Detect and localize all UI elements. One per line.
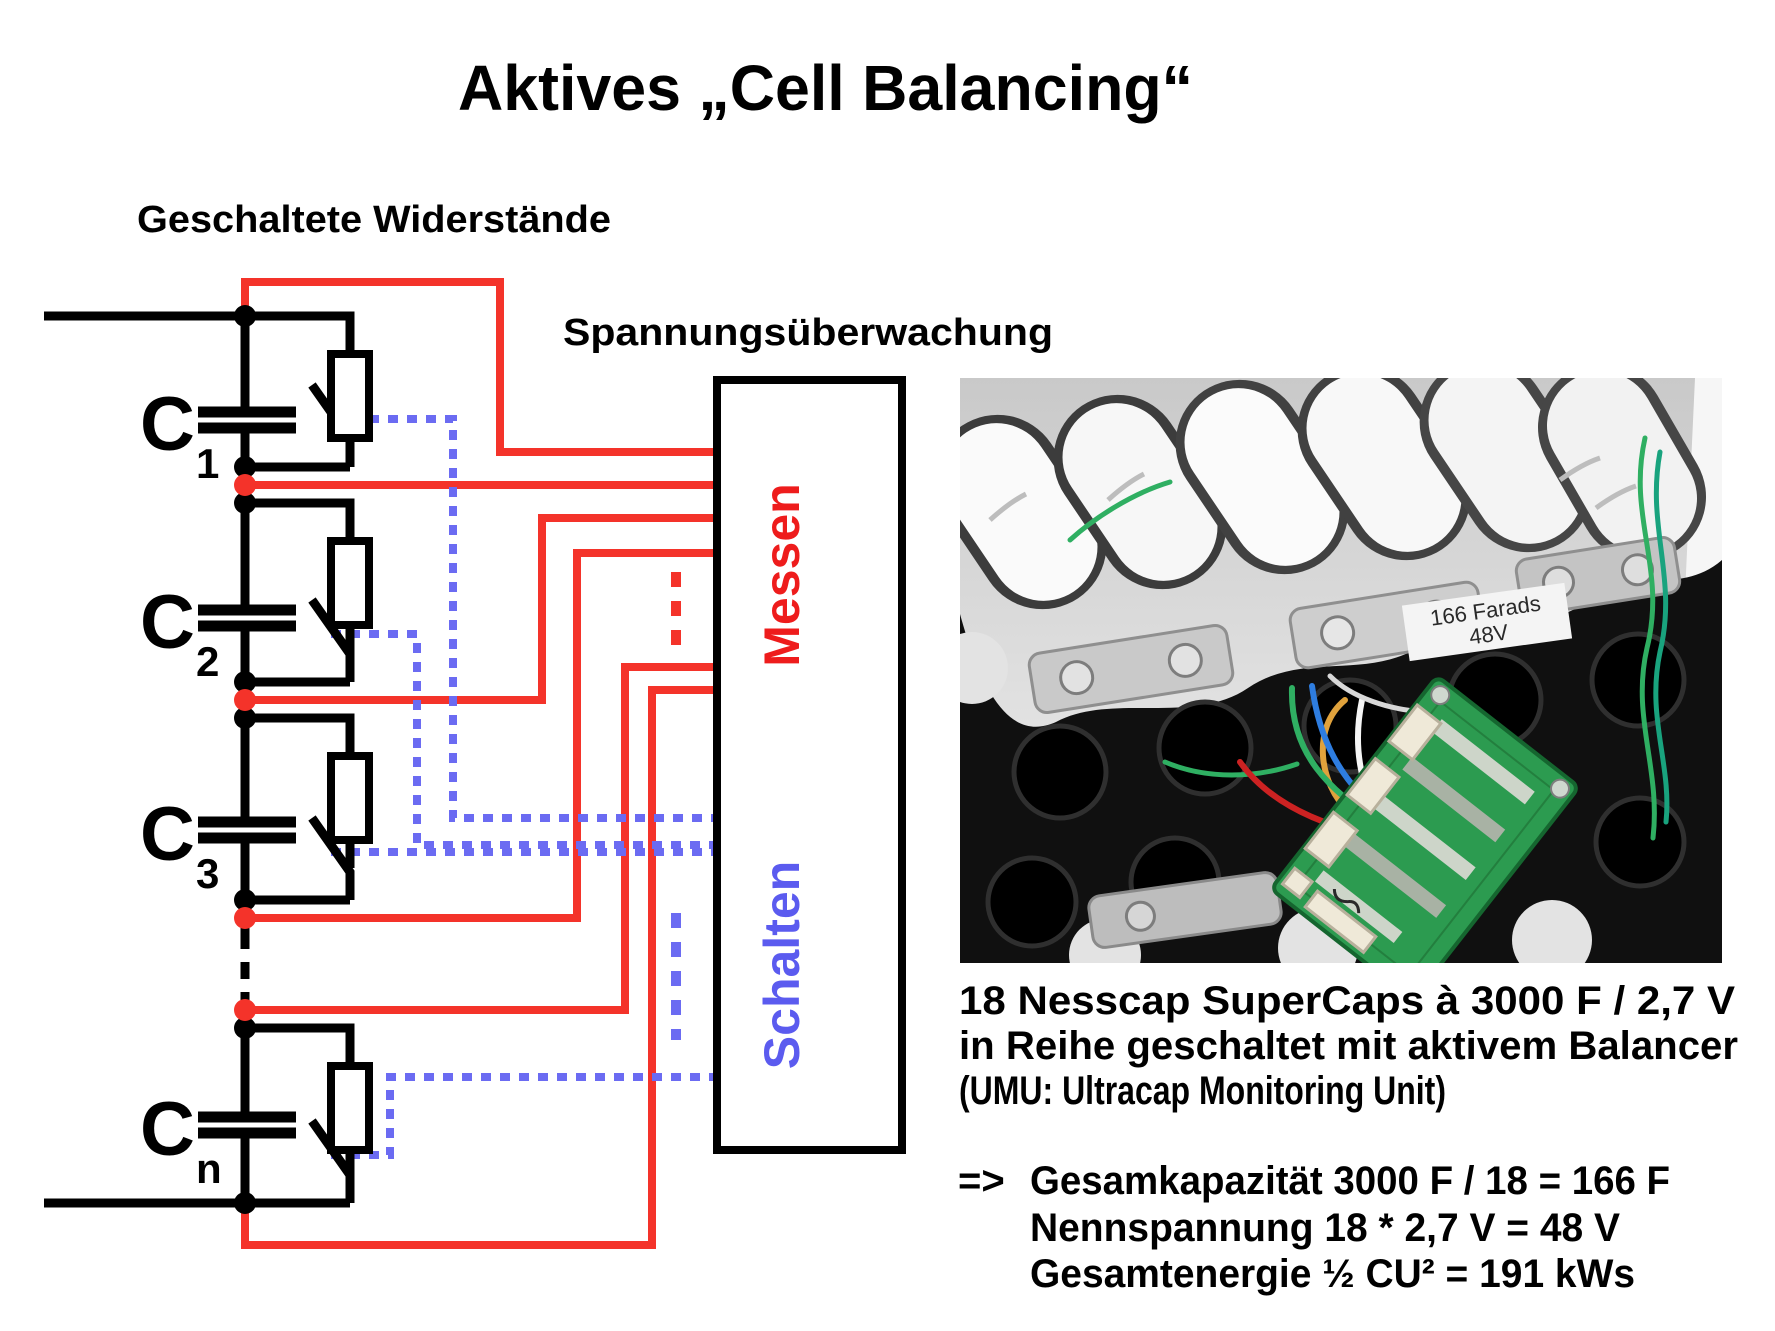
green-wire	[1162, 759, 1300, 778]
supercap-photo: 166 Farads 48V	[960, 378, 1722, 963]
switch-wire-cell1	[331, 415, 717, 822]
connector	[1303, 810, 1360, 870]
cell3-label-sub: 3	[196, 850, 219, 897]
calc-line-1: Gesamkapazität 3000 F / 18 = 166 F	[1030, 1159, 1670, 1203]
cylinder-print-marks	[988, 455, 1637, 522]
connector	[1344, 756, 1402, 816]
connector	[1303, 888, 1378, 955]
measure-wire-node4	[245, 663, 717, 1014]
pack-frame-holes	[985, 631, 1687, 949]
cell2-switch-blade	[308, 597, 355, 682]
cell1-label: C	[140, 382, 195, 467]
node-dot	[234, 1192, 256, 1214]
caption-line-2: in Reihe geschaltet mit aktivem Balancer	[959, 1024, 1738, 1068]
cell3-capacitor	[198, 816, 296, 844]
measure-wires	[241, 278, 717, 1249]
celln-label-sub: n	[196, 1145, 222, 1192]
green-wire	[1637, 435, 1657, 841]
pack-label: 166 Farads 48V	[1401, 582, 1573, 662]
node-dot	[234, 889, 256, 911]
celln-top-branch	[245, 1023, 355, 1066]
pack-label-card	[1401, 582, 1573, 662]
cell1-top-branch	[245, 311, 355, 354]
cell2-top-branch	[245, 498, 355, 541]
cell1-resistor	[327, 350, 373, 442]
caption-block: 18 Nesscap SuperCaps à 3000 F / 2,7 V in…	[959, 979, 1738, 1113]
cell2-label-sub: 2	[196, 638, 219, 685]
measure-box-label: Messen	[754, 483, 810, 666]
node-dot	[234, 305, 256, 327]
switch-wires	[331, 415, 717, 1159]
measure-wire-node2	[245, 514, 717, 704]
cell3-top-branch	[245, 713, 355, 756]
calc-line-3: Gesamtenergie ½ CU² = 191 kWs	[1030, 1252, 1635, 1296]
cell3-switch-blade	[308, 815, 355, 900]
pcb-screws	[1430, 685, 1570, 799]
cell2-resistor	[327, 537, 373, 629]
switch-wire-celln	[331, 1073, 717, 1159]
cell2-capacitor	[198, 604, 296, 632]
calc-line-2: Nennspannung 18 * 2,7 V = 48 V	[1030, 1206, 1620, 1250]
monitoring-box	[713, 376, 906, 1154]
pcb-connectors	[1280, 702, 1443, 955]
caption-line-1: 18 Nesscap SuperCaps à 3000 F / 2,7 V	[959, 979, 1735, 1023]
connector	[1280, 866, 1315, 900]
cell3-resistor	[327, 752, 373, 844]
voltage-monitoring-label: Spannungsüberwachung	[563, 312, 1053, 354]
cell1-label-sub: 1	[196, 440, 219, 487]
measure-tap-dot	[234, 689, 256, 711]
node-dot	[234, 456, 256, 478]
handwritten-mark	[1332, 888, 1361, 914]
switch-wire-cell2	[331, 630, 717, 849]
switch-box-label: Schalten	[754, 861, 810, 1069]
measure-tap-dot	[234, 474, 256, 496]
calc-arrow: =>	[958, 1159, 1005, 1203]
celln-switch-blade	[308, 1118, 355, 1203]
cell3-label: C	[140, 792, 195, 877]
cell1-capacitor	[198, 406, 296, 434]
calculation-block: => Gesamkapazität 3000 F / 18 = 166 F Ne…	[958, 1159, 1670, 1296]
measure-tap-dot	[234, 907, 256, 929]
measure-wire-node3	[245, 549, 717, 922]
node-dot	[234, 492, 256, 514]
capacitor-symbols	[198, 406, 296, 1139]
node-dot	[234, 671, 256, 693]
node-dot	[234, 1017, 256, 1039]
celln-label: C	[140, 1087, 195, 1172]
switched-resistors-label: Geschaltete Widerstände	[137, 199, 611, 241]
teal-wire	[1653, 449, 1670, 825]
pack-label-voltage: 48V	[1468, 619, 1511, 649]
green-wire	[1067, 479, 1173, 543]
celln-resistor	[327, 1062, 373, 1154]
umu-pcb	[1272, 677, 1578, 963]
measure-wire-cell1-top	[241, 278, 717, 456]
page-title: Aktives „Cell Balancing“	[458, 52, 1193, 124]
resistor-symbols	[327, 350, 373, 1154]
connector	[1386, 702, 1443, 762]
junction-dots	[234, 305, 256, 1214]
measure-wire-bottom	[241, 686, 717, 1249]
cell2-label: C	[140, 580, 195, 665]
measure-tap-dot	[234, 999, 256, 1021]
cell-labels: C 1 C 2 C 3 C n	[140, 382, 222, 1192]
node-dot	[234, 707, 256, 729]
celln-capacitor	[198, 1111, 296, 1139]
caption-line-3: (UMU: Ultracap Monitoring Unit)	[959, 1069, 1446, 1113]
